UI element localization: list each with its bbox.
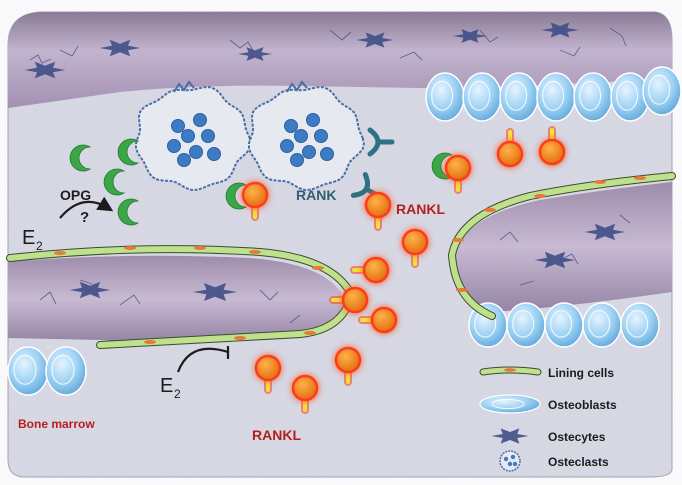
rankl-ligand: [241, 181, 269, 221]
osteocyte-cell: [192, 283, 238, 301]
osteoblast-cell: [620, 302, 660, 348]
lining-nucleus: [124, 246, 136, 250]
e2-bottom-subscript: 2: [174, 387, 181, 401]
e2-bottom-label: E: [160, 375, 173, 397]
osteocyte-cell: [491, 428, 529, 444]
osteocyte-cell: [24, 61, 66, 79]
osteoblast-cell: [536, 72, 576, 122]
rankl-ligand: [358, 306, 398, 334]
osteoblast-cell: [573, 72, 613, 122]
osteoblast-cell: [425, 72, 465, 122]
lining-nucleus: [452, 238, 464, 242]
lining-cell-icon: [479, 366, 542, 376]
lining-nucleus: [534, 194, 546, 198]
osteoclasts: [135, 80, 365, 192]
osteoblast-row-top: [425, 66, 682, 122]
lining-nucleus: [54, 251, 66, 255]
osteocyte-cell: [238, 47, 272, 61]
opg-stimulation-arrow: [59, 196, 114, 219]
rankl-ligand: [254, 354, 282, 394]
lining-nucleus: [484, 208, 496, 212]
opg-molecules: [69, 138, 454, 226]
lining-nucleus: [234, 336, 246, 340]
osteocyte-cell: [69, 281, 111, 299]
osteoblast-cell: [462, 72, 502, 122]
lining-nucleus: [634, 176, 646, 180]
opg-label: OPG: [60, 187, 91, 203]
osteoblast-cell: [642, 66, 682, 116]
opg-molecule: [431, 152, 454, 180]
opg-molecule: [117, 198, 140, 226]
rankl-ligand: [401, 228, 429, 268]
osteoblast-row-left: [7, 346, 87, 396]
rankl-ligand: [538, 126, 566, 166]
lining-nucleus: [312, 266, 324, 270]
question-mark-label: ?: [80, 209, 89, 226]
legend-label-lining: Lining cells: [548, 366, 614, 380]
osteoblast-row-right: [468, 302, 660, 348]
e2-top-subscript: 2: [36, 239, 43, 253]
osteoblast-cell: [499, 72, 539, 122]
rank-label: RANK: [296, 187, 336, 203]
osteocyte-cell: [453, 29, 487, 43]
osteoblast-cell: [506, 302, 546, 348]
lining-nucleus: [594, 180, 606, 184]
osteocyte-icon: [491, 428, 529, 444]
opg-molecule: [103, 168, 126, 196]
osteocyte-cell: [584, 223, 626, 241]
opg-molecule: [117, 138, 140, 166]
right-bone: [454, 182, 672, 312]
bone-marrow-label: Bone marrow: [18, 417, 95, 431]
osteocytes: [24, 22, 626, 301]
legend-label-osteocyte: Ostecytes: [548, 430, 606, 444]
osteocyte-cell: [356, 32, 394, 48]
rankl-ligand: [291, 374, 319, 414]
osteocyte-cell: [99, 39, 141, 57]
e2-inhibition-arrow: [176, 346, 230, 373]
lining-cells-upper: [6, 245, 354, 296]
lining-nucleus: [249, 250, 261, 254]
lining-nuclei: [54, 176, 646, 344]
osteoblast-cell: [45, 346, 87, 396]
rank-receptors: [350, 127, 395, 199]
lining-nucleus: [456, 288, 468, 292]
osteoblast-icon: [479, 394, 541, 414]
rankl-ligand: [350, 256, 390, 284]
rankl-ligand: [496, 128, 524, 168]
osteoblast-cell: [544, 302, 584, 348]
e2-top-label: E: [22, 227, 35, 249]
osteoblast-cell: [582, 302, 622, 348]
osteoclast-cell: [248, 80, 365, 192]
rankl-ligand: [329, 286, 369, 314]
rankl-bottom-label: RANKL: [252, 427, 301, 443]
e2-arrows: [59, 196, 230, 373]
osteocyte-cell: [534, 251, 576, 269]
middle-left-bone: [8, 255, 345, 343]
rankl-ligand: [364, 191, 392, 231]
rankl-top-label: RANKL: [396, 201, 445, 217]
rankl-ligand: [444, 154, 472, 194]
legend-label-osteoclast: Osteclasts: [548, 455, 609, 469]
legend: Lining cellsOsteoblastsOstecytesOsteclas…: [479, 366, 617, 472]
lining-nucleus: [194, 246, 206, 250]
rankl-ligand: [334, 346, 362, 386]
legend-label-osteoblast: Osteoblasts: [548, 398, 617, 412]
rankl-ligands: [241, 126, 566, 414]
opg-molecule: [225, 182, 248, 210]
osteoclast-icon: [499, 450, 521, 472]
osteoblast-cell: [7, 346, 49, 396]
rank-receptor: [367, 127, 395, 157]
lining-cells-lower: [96, 296, 354, 349]
lining-nucleus: [304, 331, 316, 335]
osteocyte-cell: [541, 22, 579, 38]
lining-nucleus: [144, 340, 156, 344]
osteoclast-cell: [135, 80, 252, 192]
opg-molecule: [69, 144, 92, 172]
